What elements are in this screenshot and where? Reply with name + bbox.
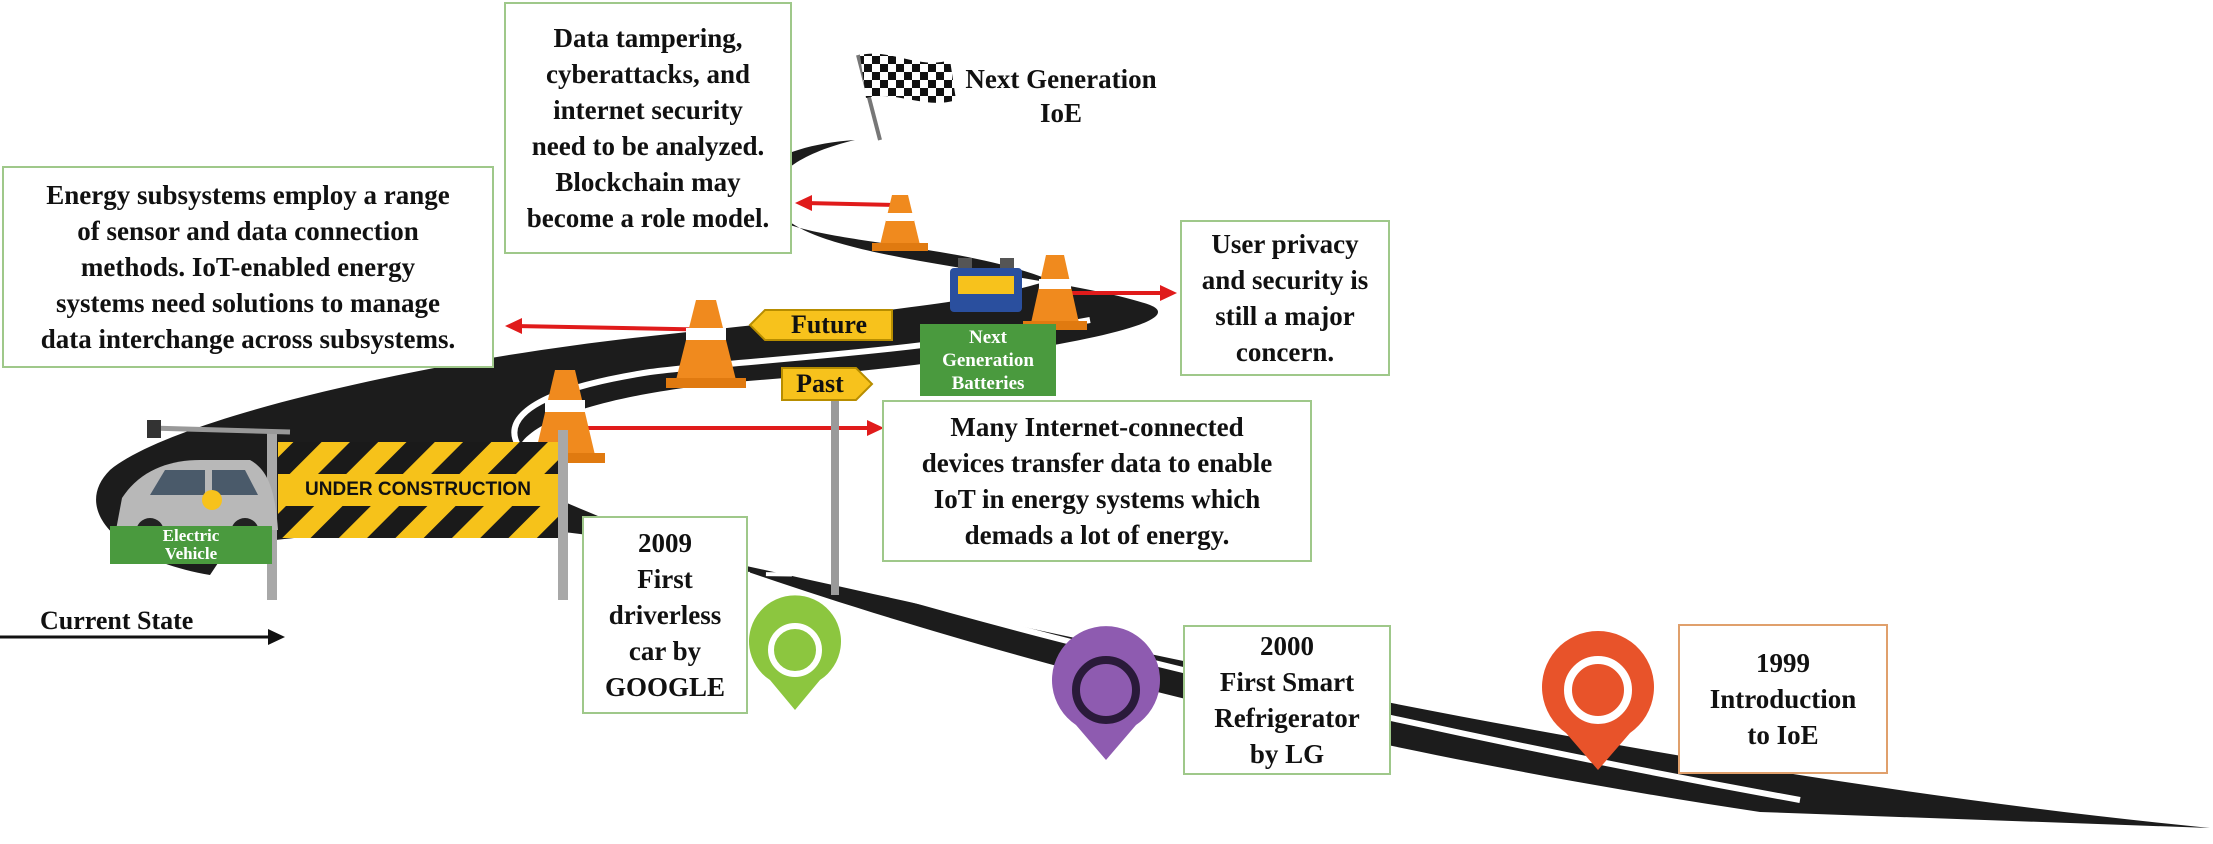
location-pin-2000-icon: [1052, 626, 1160, 760]
subsystems-callout: Energy subsystems employ a range of sens…: [2, 166, 494, 368]
traffic-cone-icon: [666, 300, 746, 388]
privacy-callout: User privacy and security is still a maj…: [1180, 220, 1390, 376]
milestone-2009-box: 2009 First driverless car by GOOGLE: [582, 516, 748, 714]
milestone-1999-text: 1999 Introduction to IoE: [1709, 648, 1857, 750]
milestone-2000-box: 2000 First Smart Refrigerator by LG: [1183, 625, 1391, 775]
signpost: [748, 309, 893, 595]
tampering-text: Data tampering, cyberattacks, and intern…: [526, 23, 770, 233]
devices-callout: Many Internet-connected devices transfer…: [882, 400, 1312, 562]
next-generation-label: Next Generation IoE: [965, 64, 1157, 128]
connector-arrows: [505, 195, 1177, 436]
milestone-1999-box: 1999 Introduction to IoE: [1678, 624, 1888, 774]
future-sign: Future: [790, 310, 868, 339]
checkered-flag-icon: [856, 53, 956, 141]
current-state-label: Current State: [40, 606, 194, 635]
current-state-arrow: [0, 629, 285, 645]
electric-vehicle-label: Electric Vehicle: [110, 526, 272, 564]
privacy-text: User privacy and security is still a maj…: [1201, 229, 1369, 367]
traffic-cone-icon: [872, 195, 928, 251]
under-construction-label: UNDER CONSTRUCTION: [305, 479, 531, 500]
tampering-callout: Data tampering, cyberattacks, and intern…: [504, 2, 792, 254]
location-pin-2009-icon: [749, 595, 841, 710]
milestone-2009-text: 2009 First driverless car by GOOGLE: [604, 528, 726, 702]
past-sign: Past: [796, 369, 844, 398]
subsystems-text: Energy subsystems employ a range of sens…: [40, 180, 456, 354]
location-pin-1999-icon: [1541, 631, 1654, 770]
milestone-2000-text: 2000 First Smart Refrigerator by LG: [1214, 631, 1360, 769]
devices-text: Many Internet-connected devices transfer…: [921, 412, 1273, 550]
batteries-label: Next Generation Batteries: [920, 324, 1056, 396]
battery-icon: [950, 258, 1022, 312]
